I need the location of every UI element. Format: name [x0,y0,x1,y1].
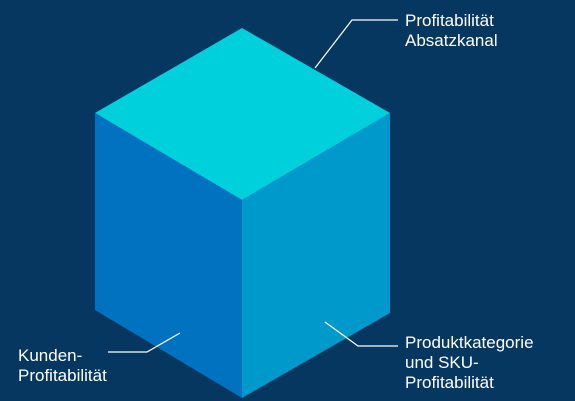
label-right-line-1: Produktkategorie [405,333,534,352]
label-left-face: Kunden- Profitabilität [18,346,107,386]
cube-top-face [95,28,390,200]
cube-right-face [242,113,390,398]
cube-left-face [95,113,242,398]
label-top-line-1: Profitabilität [405,11,494,30]
label-top-line-2: Absatzkanal [405,31,498,50]
label-left-line-2: Profitabilität [18,366,107,385]
leader-line-left [108,332,181,353]
label-right-line-2: und SKU- [405,353,479,372]
label-top-face: Profitabilität Absatzkanal [405,11,498,51]
label-right-face: Produktkategorie und SKU- Profitabilität [405,333,534,393]
leader-line-top [314,19,398,69]
leader-line-right [324,321,398,347]
label-right-line-3: Profitabilität [405,373,494,392]
label-left-line-1: Kunden- [18,346,83,365]
